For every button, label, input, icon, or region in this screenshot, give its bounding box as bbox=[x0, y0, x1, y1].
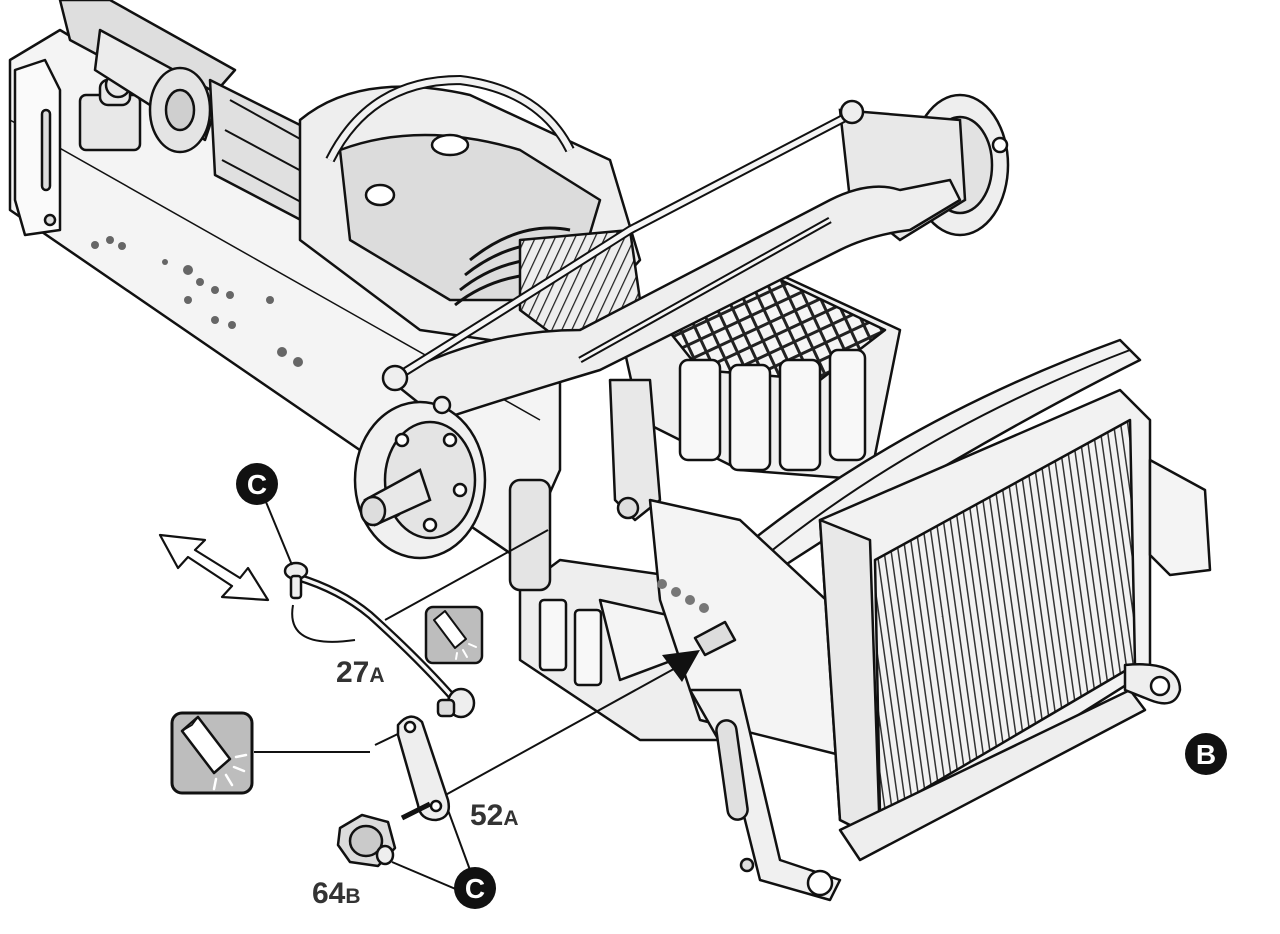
badge-letter: B bbox=[1196, 739, 1216, 770]
part-27a-link-rod bbox=[283, 561, 476, 719]
part-label-64b: 64B bbox=[312, 877, 361, 910]
badge-c-top: C bbox=[236, 463, 278, 505]
grease-point-icon bbox=[170, 711, 254, 795]
rail-bolts bbox=[91, 236, 303, 367]
badge-letter: C bbox=[465, 873, 485, 904]
part-label-27a: 27A bbox=[336, 656, 385, 689]
svg-text:27A: 27A bbox=[336, 656, 385, 689]
lower-housing bbox=[508, 478, 882, 902]
svg-text:52A: 52A bbox=[470, 799, 519, 832]
part-suffix: B bbox=[345, 885, 360, 908]
part-number: 27 bbox=[336, 656, 369, 689]
part-number: 52 bbox=[470, 799, 503, 832]
badge-b: B bbox=[1185, 733, 1227, 775]
badge-c-bottom: C bbox=[454, 867, 496, 909]
badge-letter: C bbox=[247, 469, 267, 500]
part-52a-lever-plate bbox=[396, 715, 450, 822]
part-suffix: A bbox=[369, 664, 384, 687]
radiator bbox=[818, 388, 1212, 862]
part-number: 64 bbox=[312, 877, 346, 910]
double-arrow-icon bbox=[158, 533, 270, 602]
part-suffix: A bbox=[503, 807, 518, 830]
grease-point-icon-small bbox=[424, 605, 484, 665]
left-bracket bbox=[13, 58, 62, 237]
c-callout-lines bbox=[265, 501, 471, 891]
left-wheel-hub bbox=[353, 395, 487, 560]
svg-text:64B: 64B bbox=[312, 877, 361, 910]
arrowhead-pointer bbox=[662, 650, 700, 682]
part-64b-nut bbox=[336, 813, 397, 868]
part-label-52a: 52A bbox=[470, 799, 519, 832]
